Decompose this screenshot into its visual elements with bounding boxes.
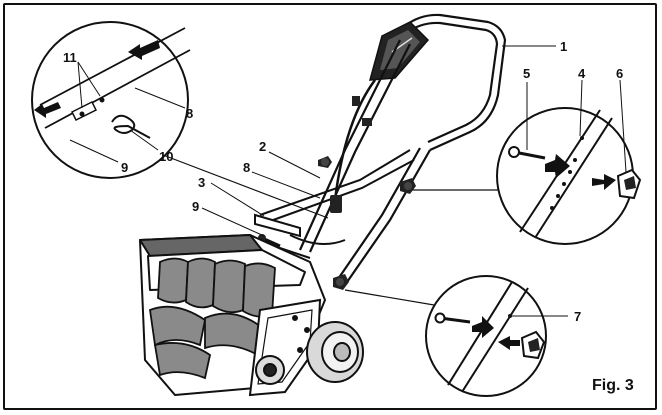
callout-11: 11 — [63, 50, 77, 65]
arrow-left-icon — [592, 174, 616, 190]
arrow-left-icon — [498, 336, 520, 350]
clip-top — [330, 96, 372, 213]
side-plate — [248, 298, 322, 397]
callout-leaders — [201, 45, 556, 237]
callout-3: 3 — [198, 175, 205, 190]
arrow-right-icon — [34, 102, 61, 118]
callout-7: 7 — [574, 309, 581, 324]
callout-4: 4 — [578, 66, 586, 81]
figure-caption: Fig. 3 — [592, 377, 634, 394]
arrow-left-icon — [128, 40, 160, 60]
inset-leader-top-left — [149, 149, 329, 219]
callout-5: 5 — [523, 66, 530, 81]
cross-bar — [259, 149, 415, 245]
arrow-right-icon — [545, 154, 570, 178]
knob-right — [400, 178, 416, 194]
wheel — [306, 321, 364, 383]
callout-8-main: 8 — [243, 160, 250, 175]
inset-right — [496, 79, 642, 245]
arrow-right-icon — [472, 316, 494, 338]
callout-6: 6 — [616, 66, 623, 81]
inset-top-left — [31, 21, 191, 179]
inset-bottom — [425, 275, 568, 397]
callout-10: 10 — [159, 149, 173, 164]
knob-lower — [333, 274, 349, 290]
figure-frame — [3, 3, 657, 410]
callout-2: 2 — [259, 139, 266, 154]
knob-upper-left — [318, 156, 332, 168]
callout-9-main: 9 — [192, 199, 199, 214]
callout-8-inset: 8 — [186, 106, 193, 121]
callout-1: 1 — [560, 39, 567, 54]
callout-9-inset: 9 — [121, 160, 128, 175]
inset-leader-bottom — [344, 289, 441, 307]
switch-box — [368, 21, 430, 81]
lower-handle-tubes — [298, 39, 431, 286]
power-cable — [333, 79, 377, 201]
